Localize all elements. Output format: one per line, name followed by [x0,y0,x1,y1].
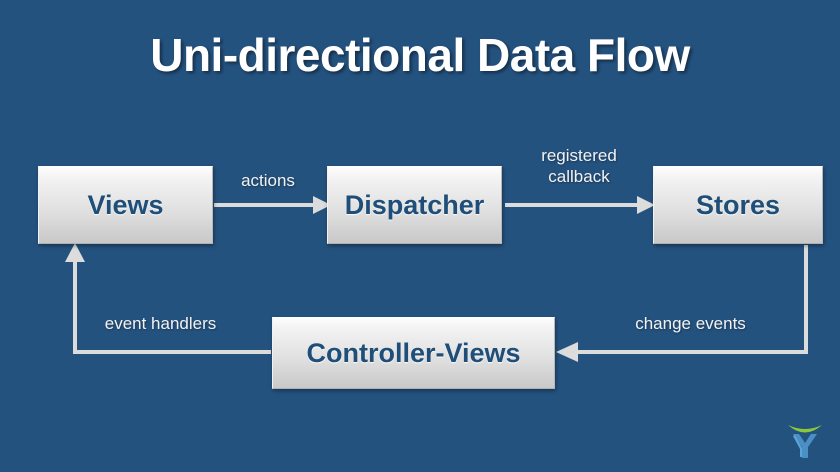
node-dispatcher-label: Dispatcher [344,189,485,220]
node-controller-views-label: Controller-Views [306,337,521,368]
node-views-label: Views [87,189,164,220]
node-views[interactable]: Views [38,166,213,244]
node-dispatcher[interactable]: Dispatcher [327,166,502,244]
node-stores-label: Stores [695,189,781,220]
arrow-dispatcher-to-stores [505,196,655,214]
arrow-stores-to-controller [556,245,808,362]
arrow-controller-to-views [65,243,271,354]
edge-label-change-events: change events [635,314,746,333]
edge-label-registered-callback: registered callback [541,146,617,186]
node-stores[interactable]: Stores [653,166,823,244]
arrow-views-to-dispatcher [214,196,331,214]
edge-label-actions: actions [241,171,295,190]
page-title: Uni-directional Data Flow [150,29,690,81]
edge-label-event-handlers: event handlers [104,314,217,333]
node-controller-views[interactable]: Controller-Views [272,317,555,389]
brand-logo-icon [788,425,822,458]
